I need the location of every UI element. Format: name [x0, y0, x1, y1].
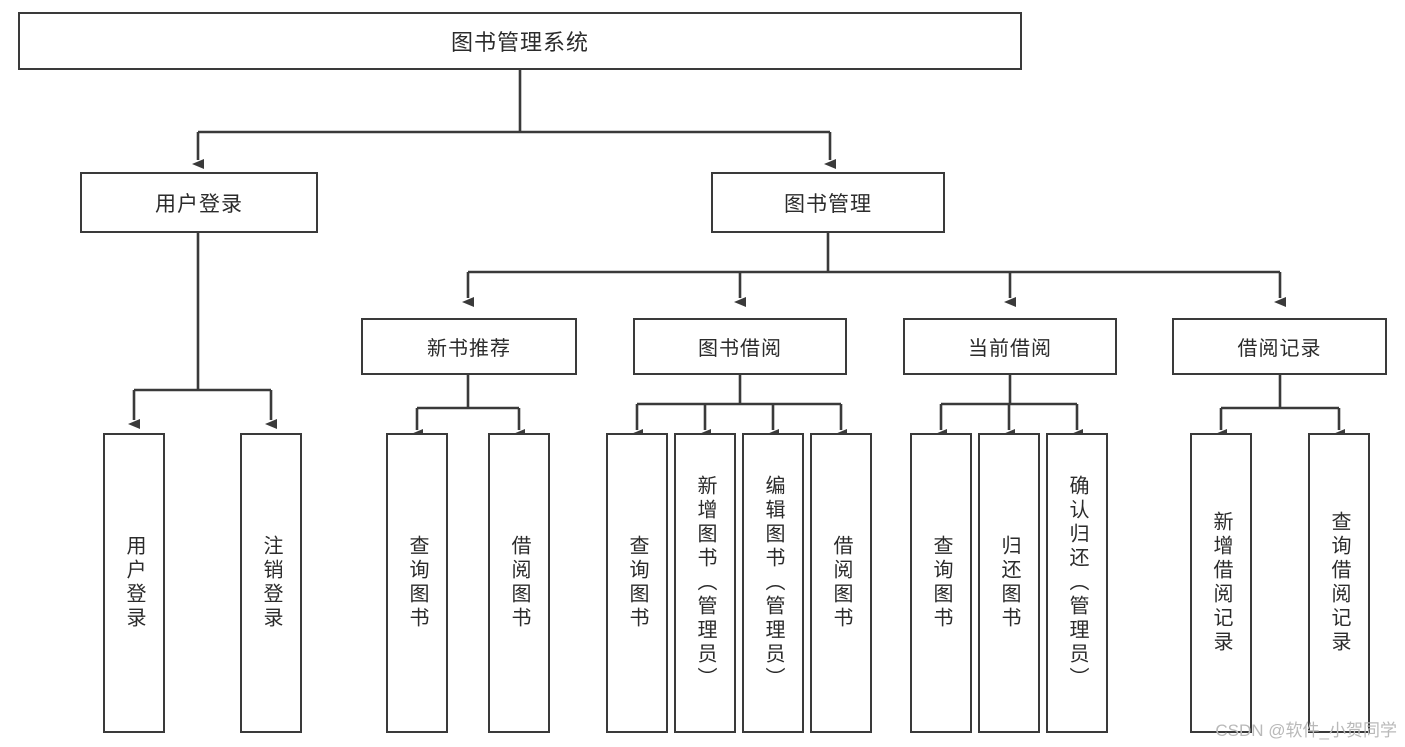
- leaf-label: 借阅图书: [508, 535, 530, 631]
- leaf-label: 查询图书: [930, 535, 952, 631]
- node-borrow-record[interactable]: 借阅记录: [1172, 318, 1387, 375]
- leaf-label: 新增借阅记录: [1210, 511, 1232, 655]
- leaf-label: 编辑图书（管理员）: [762, 475, 784, 691]
- node-borrow-record-label: 借阅记录: [1237, 338, 1322, 360]
- node-root-label: 图书管理系统: [450, 30, 589, 55]
- leaf-borrow-edit-book-admin[interactable]: 编辑图书（管理员）: [742, 433, 804, 733]
- leaf-label: 归还图书: [998, 535, 1020, 631]
- leaf-new-book-query[interactable]: 查询图书: [386, 433, 448, 733]
- leaf-record-add-record[interactable]: 新增借阅记录: [1190, 433, 1252, 733]
- leaf-label: 新增图书（管理员）: [694, 475, 716, 691]
- leaf-label: 确认归还（管理员）: [1066, 475, 1088, 691]
- node-new-book-recommend-label: 新书推荐: [427, 338, 511, 360]
- leaf-new-book-borrow[interactable]: 借阅图书: [488, 433, 550, 733]
- leaf-current-return-book[interactable]: 归还图书: [978, 433, 1040, 733]
- leaf-label: 查询图书: [626, 535, 648, 631]
- node-book-borrow-label: 图书借阅: [698, 338, 782, 360]
- node-current-borrow-label: 当前借阅: [968, 338, 1052, 360]
- node-user-login[interactable]: 用户登录: [80, 172, 318, 233]
- leaf-current-query-book[interactable]: 查询图书: [910, 433, 972, 733]
- leaf-label: 用户登录: [123, 535, 145, 631]
- leaf-borrow-add-book-admin[interactable]: 新增图书（管理员）: [674, 433, 736, 733]
- leaf-current-confirm-return-admin[interactable]: 确认归还（管理员）: [1046, 433, 1108, 733]
- leaf-label: 借阅图书: [830, 535, 852, 631]
- node-user-login-label: 用户登录: [155, 192, 243, 216]
- node-current-borrow[interactable]: 当前借阅: [903, 318, 1117, 375]
- leaf-user-login-login[interactable]: 用户登录: [103, 433, 165, 733]
- node-book-management-label: 图书管理: [784, 192, 872, 216]
- leaf-user-login-logout[interactable]: 注销登录: [240, 433, 302, 733]
- leaf-label: 注销登录: [260, 535, 282, 631]
- leaf-borrow-query-book[interactable]: 查询图书: [606, 433, 668, 733]
- leaf-record-query-record[interactable]: 查询借阅记录: [1308, 433, 1370, 733]
- leaf-borrow-borrow-book[interactable]: 借阅图书: [810, 433, 872, 733]
- watermark-text: CSDN @软件_小贺同学: [1215, 721, 1397, 740]
- leaf-label: 查询借阅记录: [1328, 511, 1350, 655]
- node-book-borrow[interactable]: 图书借阅: [633, 318, 847, 375]
- node-book-management[interactable]: 图书管理: [711, 172, 945, 233]
- node-new-book-recommend[interactable]: 新书推荐: [361, 318, 577, 375]
- node-root-system[interactable]: 图书管理系统: [18, 12, 1022, 70]
- leaf-label: 查询图书: [406, 535, 428, 631]
